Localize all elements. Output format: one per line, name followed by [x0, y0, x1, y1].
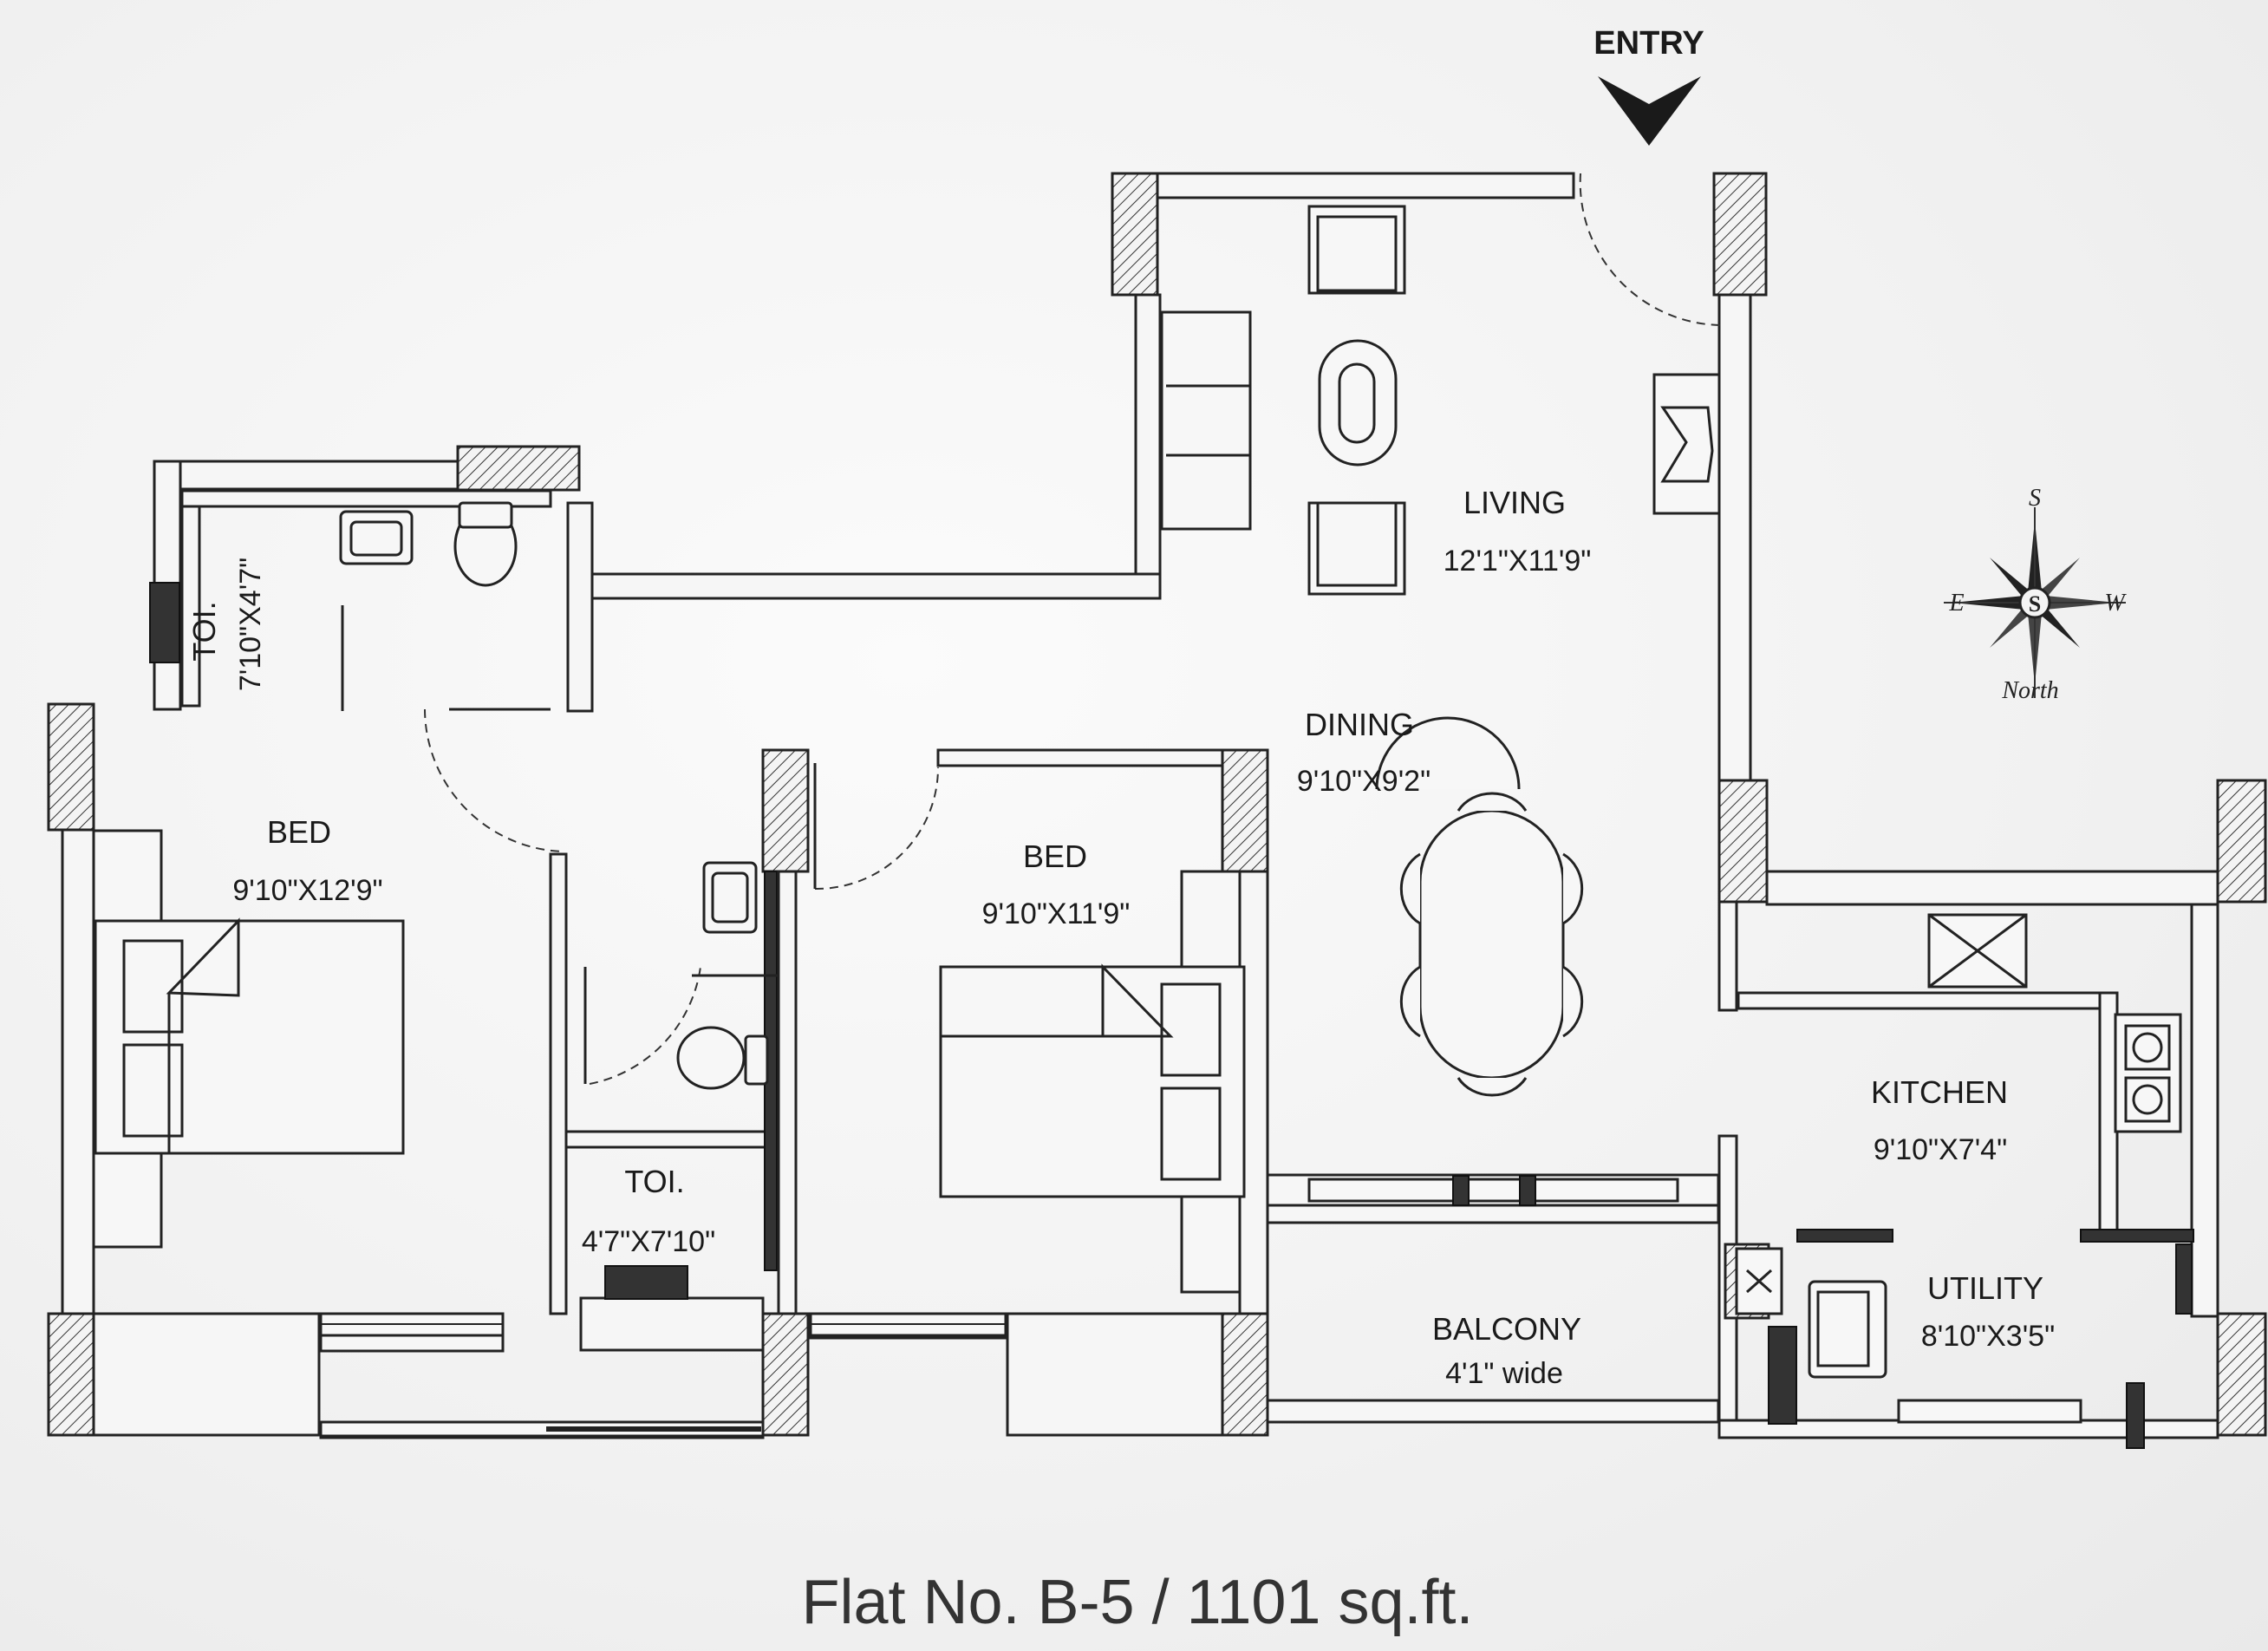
compass-top-label: S	[2029, 485, 2041, 512]
room-living-dim: 12'1"X11'9"	[1444, 545, 1592, 578]
room-bed-2-name: BED	[1023, 839, 1087, 874]
compass-right-label: W	[2104, 590, 2127, 617]
windows	[149, 582, 2145, 1449]
entry-arrow-icon	[1598, 76, 1701, 146]
room-balcony-name: BALCONY	[1432, 1311, 1581, 1347]
room-toilet-2-dim: 4'7"X7'10"	[582, 1225, 715, 1258]
room-utility-name: UTILITY	[1927, 1270, 2043, 1306]
compass-left-label: E	[1948, 590, 1964, 617]
furniture	[92, 205, 2182, 1379]
room-balcony: BALCONY 4'1" wide	[1432, 1311, 1581, 1390]
room-toilet-1-name: TOI.	[186, 601, 222, 661]
walls	[47, 172, 2267, 1439]
room-kitchen-dim: 9'10"X7'4"	[1874, 1133, 2007, 1166]
room-bed-1-name: BED	[267, 814, 331, 850]
compass-bottom-label: North	[2001, 677, 2058, 704]
room-bed-2-dim: 9'10"X11'9"	[982, 897, 1131, 930]
room-toilet-2: TOI. 4'7"X7'10"	[582, 1164, 715, 1258]
room-kitchen-name: KITCHEN	[1871, 1074, 2008, 1110]
room-utility: UTILITY 8'10"X3'5"	[1921, 1270, 2055, 1353]
entry-label: ENTRY	[1593, 25, 1704, 62]
room-toilet-2-name: TOI.	[624, 1164, 684, 1199]
doors	[341, 173, 1722, 1085]
compass-center-label: S	[2029, 591, 2041, 617]
room-dining: DINING 9'10"X9'2"	[1297, 707, 1431, 798]
room-dining-name: DINING	[1305, 707, 1414, 742]
room-balcony-dim: 4'1" wide	[1445, 1357, 1563, 1390]
compass-rose-icon	[1944, 507, 2126, 698]
plan-caption: Flat No. B-5 / 1101 sq.ft.	[801, 1568, 1473, 1637]
dining-table	[1375, 716, 1584, 1097]
room-utility-dim: 8'10"X3'5"	[1921, 1320, 2055, 1353]
room-bed-2: BED 9'10"X11'9"	[982, 839, 1131, 930]
room-living-name: LIVING	[1463, 485, 1566, 520]
room-toilet-1: TOI. 7'10"X4'7"	[186, 558, 267, 691]
room-toilet-1-dim: 7'10"X4'7"	[234, 558, 267, 691]
room-kitchen: KITCHEN 9'10"X7'4"	[1871, 1074, 2008, 1166]
room-bed-1-dim: 9'10"X12'9"	[232, 874, 382, 907]
room-bed-1: BED 9'10"X12'9"	[232, 814, 382, 907]
room-living: LIVING 12'1"X11'9"	[1444, 485, 1592, 578]
room-dining-dim: 9'10"X9'2"	[1297, 765, 1431, 798]
compass: S S E W North	[1944, 485, 2127, 704]
